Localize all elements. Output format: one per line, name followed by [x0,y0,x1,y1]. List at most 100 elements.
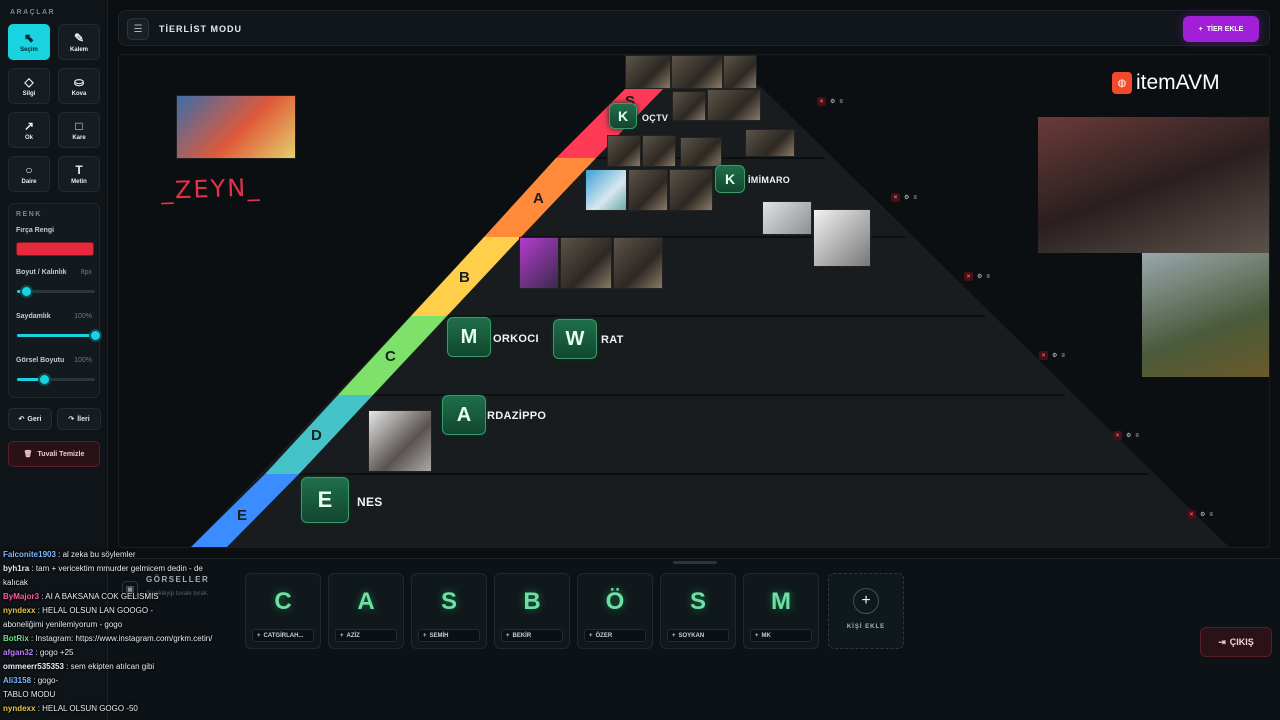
card-name[interactable]: +ÖZER [584,629,646,642]
resize-handle[interactable] [673,561,717,564]
menu-icon[interactable]: ≡ [1209,511,1213,518]
gallery-card[interactable]: M +MK [743,573,819,649]
close-icon[interactable]: × [817,97,826,106]
tier-chip-name: RAT [601,334,624,346]
gear-icon[interactable]: ⚙ [977,274,983,280]
undo-button[interactable]: ↶ Geri [8,408,52,430]
chat-message: afgan32 : gogo +25 [3,646,74,660]
placed-image[interactable] [745,129,795,157]
tool-text-button[interactable]: T Metin [58,156,100,192]
gear-icon[interactable]: ⚙ [1126,433,1132,439]
gallery-card[interactable]: S +SOYKAN [660,573,736,649]
placed-image[interactable] [176,95,296,159]
clear-canvas-button[interactable]: 🗑 Tuvali Temizle [8,441,100,467]
placed-image[interactable] [519,237,559,289]
placed-image[interactable] [680,137,722,167]
tool-square-button[interactable]: □ Kare [58,112,100,148]
menu-icon[interactable]: ≡ [986,273,990,280]
placed-image[interactable] [607,135,641,167]
tool-circle-button[interactable]: ○ Daire [8,156,50,192]
menu-icon[interactable]: ≡ [1135,432,1139,439]
tier-canvas[interactable]: S A B C D E K OÇTV K İMİMARO M ORKOCI W … [118,54,1270,548]
tool-pencil-button[interactable]: ✎ Kalem [58,24,100,60]
gear-icon[interactable]: ⚙ [1052,353,1058,359]
gear-icon[interactable]: ⚙ [904,195,910,201]
shopping-bag-icon: ◍ [1112,72,1132,94]
placed-image[interactable] [723,55,757,89]
tool-arrow-button[interactable]: ↗ Ok [8,112,50,148]
exit-button[interactable]: ⇥ ÇIKIŞ [1200,627,1272,657]
opacity-slider[interactable] [17,329,102,342]
tier-chip[interactable]: K [609,103,637,129]
placed-image[interactable] [813,209,871,267]
add-tier-button[interactable]: + TİER EKLE [1183,16,1259,42]
placed-image[interactable] [625,55,671,89]
tool-select-button[interactable]: ⬉ Seçim [8,24,50,60]
placed-image[interactable] [671,55,723,89]
chat-text: : sem ekipten atılcan gibi [63,662,155,671]
gallery-bar: ▣ GÖRSELLER Sürükleyip tuvale bırak. C +… [108,558,1280,720]
redo-button[interactable]: ↷ İleri [57,408,101,430]
menu-icon[interactable]: ≡ [839,98,843,105]
gallery-card[interactable]: A +AZİZ [328,573,404,649]
chat-username: nyndexx [3,704,36,713]
tier-chip[interactable]: A [442,395,486,435]
brush-color-swatch[interactable] [16,242,94,256]
gear-icon[interactable]: ⚙ [830,99,836,105]
gallery-card[interactable]: Ö +ÖZER [577,573,653,649]
circle-icon: ○ [25,162,33,177]
placed-image[interactable] [368,410,432,472]
tool-label: Kare [72,134,86,141]
gallery-card[interactable]: S +SEMİH [411,573,487,649]
close-icon[interactable]: × [1113,431,1122,440]
chat-username: Ali3158 [3,676,32,685]
chat-message: nyndexx : HELAL OLSUN LAN GOOGO - [3,604,153,618]
card-name[interactable]: +SOYKAN [667,629,729,642]
list-icon[interactable]: ☰ [127,18,149,40]
gallery-card[interactable]: B +BEKİR [494,573,570,649]
tier-chip[interactable]: K [715,165,745,193]
gallery-card[interactable]: C +CATGİRLAH... [245,573,321,649]
placed-image[interactable] [762,201,812,235]
close-icon[interactable]: × [891,193,900,202]
placed-image[interactable] [585,169,627,211]
card-name[interactable]: +BEKİR [501,629,563,642]
chat-message: ommeerr535353 : sem ekipten atılcan gibi [3,660,154,674]
bucket-icon: ⛀ [73,74,85,89]
close-icon[interactable]: × [1039,351,1048,360]
size-slider[interactable] [17,285,95,298]
close-icon[interactable]: × [964,272,973,281]
tier-row-controls: × ⚙ ≡ [1039,351,1065,360]
chat-text: : al zeka bu söylemler [55,550,136,559]
placed-image[interactable] [669,169,713,211]
tool-bucket-button[interactable]: ⛀ Kova [58,68,100,104]
tier-band-c [338,316,447,395]
card-name[interactable]: +MK [750,629,812,642]
size-slider-handle[interactable] [20,285,34,298]
arrow-icon: ↗ [23,118,35,133]
tier-chip[interactable]: E [301,477,349,523]
tier-chip[interactable]: W [553,319,597,359]
card-name[interactable]: +SEMİH [418,629,480,642]
card-letter: S [440,588,457,615]
card-name[interactable]: +CATGİRLAH... [252,629,314,642]
placed-image[interactable] [628,169,668,211]
add-person-button[interactable]: + KİŞİ EKLE [828,573,904,649]
menu-icon[interactable]: ≡ [1061,352,1065,359]
placed-image[interactable] [642,135,676,167]
chat-username: Falconite1903 [3,550,56,559]
placed-image[interactable] [560,237,612,289]
gear-icon[interactable]: ⚙ [1200,512,1206,518]
image-size-slider[interactable] [17,373,95,386]
close-icon[interactable]: × [1187,510,1196,519]
image-size-slider-handle[interactable] [38,373,52,386]
placed-image[interactable] [613,237,663,289]
tool-eraser-button[interactable]: ◇ Silgi [8,68,50,104]
placed-image[interactable] [707,89,761,121]
opacity-slider-handle[interactable] [89,329,102,342]
plus-icon: + [853,588,879,614]
tier-chip[interactable]: M [447,317,491,357]
card-name[interactable]: +AZİZ [335,629,397,642]
placed-image[interactable] [672,91,706,121]
menu-icon[interactable]: ≡ [913,194,917,201]
